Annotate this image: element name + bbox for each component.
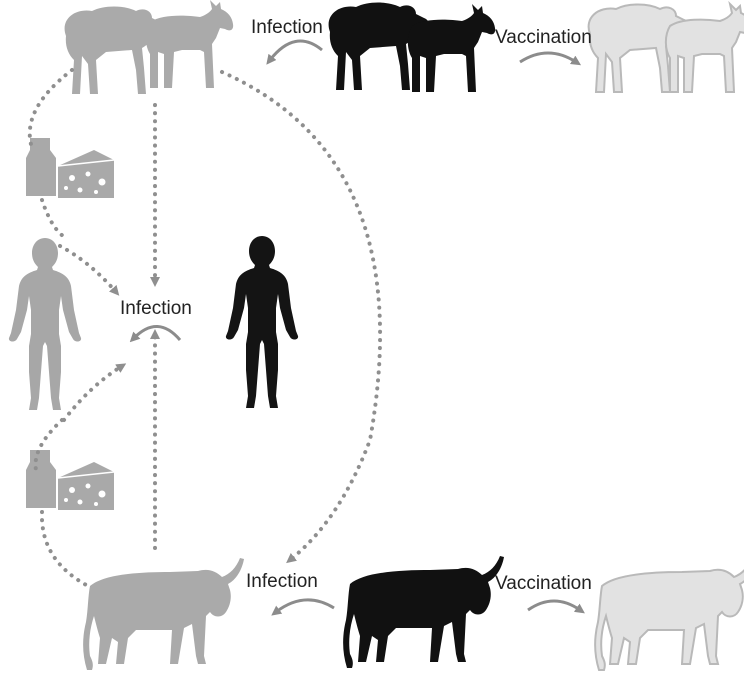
infected-human-icon xyxy=(226,236,298,408)
dotted-route-cattle-to-dairy xyxy=(42,512,88,586)
curved-arrow xyxy=(270,41,322,60)
curved-arrow xyxy=(528,601,580,610)
dotted-arrow xyxy=(64,366,122,420)
curved-arrow xyxy=(276,600,334,612)
top-infection-label: Infection xyxy=(251,17,323,38)
bottom-infection-label: Infection xyxy=(246,571,318,592)
vaccinated-cattle-icon xyxy=(595,558,744,670)
source-cattle-icon xyxy=(343,556,504,668)
infected-sheep-goat-group xyxy=(65,0,234,94)
top-vaccination-label: Vaccination xyxy=(495,27,592,48)
vaccinated-sheep-goat-group xyxy=(589,4,744,92)
cheese-icon xyxy=(58,150,114,198)
infected-cattle-icon xyxy=(83,558,244,670)
dotted-arrow xyxy=(222,72,380,560)
dairy-products-bottom xyxy=(26,450,114,510)
center-infection-label: Infection xyxy=(120,298,192,319)
milk-bottle-icon xyxy=(26,138,56,196)
dotted-route-dairy-top xyxy=(42,200,66,238)
cheese-icon xyxy=(58,462,114,510)
dairy-products-top xyxy=(26,138,114,198)
milk-bottle-icon xyxy=(26,450,56,508)
source-sheep-goat-group xyxy=(329,3,496,93)
goat-icon xyxy=(146,0,233,88)
exposed-human-icon xyxy=(9,238,81,410)
curved-arrow xyxy=(134,326,180,340)
dotted-route-sheep-to-dairy xyxy=(30,70,72,148)
curved-arrow xyxy=(520,53,576,62)
bottom-vaccination-label: Vaccination xyxy=(495,573,592,594)
